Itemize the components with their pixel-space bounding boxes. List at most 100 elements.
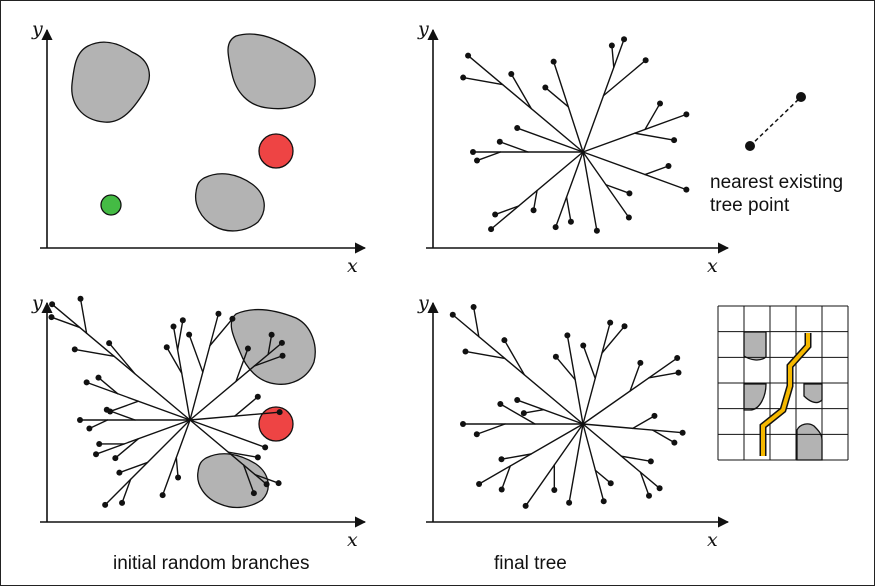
tree-node (552, 224, 559, 231)
legend: nearest existing tree point (710, 92, 843, 216)
tree-node (593, 227, 600, 234)
tree-branch (109, 400, 140, 413)
tree-node (567, 218, 574, 225)
tree-node (530, 207, 537, 214)
tree (48, 295, 286, 508)
tree-node (48, 314, 55, 321)
tree-node (159, 492, 166, 499)
tree-node (229, 315, 236, 322)
tree-node (268, 331, 275, 338)
tree-branch (516, 127, 584, 153)
tree-branch (644, 165, 670, 176)
obstacle (230, 308, 316, 385)
tree-branch (189, 419, 266, 449)
panel-environment: y x (31, 18, 367, 277)
grid-path-inset (717, 305, 849, 461)
tree (460, 36, 690, 234)
tree-node (179, 317, 186, 324)
tree-branch (227, 451, 259, 459)
tree-node (566, 499, 573, 506)
goal-region (258, 406, 294, 442)
tree-node (77, 417, 83, 423)
tree-node (116, 469, 123, 476)
tree-node (637, 359, 644, 366)
tree-branch (254, 473, 280, 484)
tree-branch (648, 371, 680, 379)
tree-node (119, 499, 126, 506)
panel-final-tree: y x (417, 292, 730, 551)
x-axis-label: x (347, 255, 358, 277)
grid-lines (717, 305, 849, 461)
tree-branch (50, 316, 81, 329)
tree-node (671, 439, 678, 446)
tree-branch (188, 333, 204, 373)
x-axis-label: x (707, 255, 718, 277)
y-axis-label: y (417, 292, 429, 314)
tree-branch (235, 347, 249, 383)
tree-node (71, 346, 78, 353)
tree-node (626, 190, 633, 197)
tree-branch (501, 465, 511, 491)
tree-node (683, 186, 690, 193)
tree-branch (602, 59, 647, 97)
tree-branch (74, 348, 115, 358)
tree-branch (114, 438, 140, 459)
tree-node (102, 501, 109, 508)
tree-node (621, 323, 628, 330)
tree-node (254, 454, 261, 461)
tree-node (625, 214, 632, 221)
tree-branch (118, 461, 149, 474)
tree-node (646, 492, 653, 499)
tree-node (657, 100, 664, 107)
tree-node (679, 429, 686, 436)
tree-branch (494, 205, 520, 216)
tree-node (501, 337, 508, 344)
tree-branch (582, 321, 611, 425)
tree-node (103, 406, 110, 413)
tree-branch (503, 339, 526, 376)
goal-region (258, 133, 294, 169)
tree-node (522, 502, 529, 509)
tree-node (449, 311, 456, 318)
tree-branch (605, 184, 631, 195)
tree-branch (499, 141, 529, 153)
tree-node (93, 451, 100, 458)
tree-node (600, 498, 607, 505)
tree-node (474, 157, 481, 164)
tree-branch (175, 456, 179, 479)
tree-branch (644, 102, 661, 131)
tree-branch (108, 342, 136, 375)
tree-node (498, 486, 505, 493)
tree-node (671, 137, 678, 144)
tree-node (473, 431, 480, 438)
start-point (100, 194, 122, 216)
tree-branch (523, 408, 545, 414)
tree-branch (253, 355, 284, 367)
tree-branch (267, 334, 273, 356)
tree-node (215, 310, 222, 317)
tree-branch (209, 318, 234, 347)
tree-branch (620, 455, 652, 463)
caption-final-tree: final tree (494, 553, 567, 574)
tree-branch (582, 151, 598, 232)
tree-node (163, 344, 170, 351)
tree-node (498, 456, 505, 463)
tree-node (175, 474, 182, 481)
tree-branch (582, 151, 688, 191)
legend-text-line2: tree point (710, 195, 790, 216)
tree-node (552, 353, 559, 360)
tree-node (460, 421, 466, 427)
tree-node (674, 355, 681, 362)
tree-branch (629, 362, 642, 392)
grid-obstacle (743, 383, 767, 411)
tree-node (170, 323, 177, 330)
tree-branch (611, 44, 615, 69)
tree-branch (554, 151, 584, 228)
tree-node (642, 57, 649, 64)
tree-node (580, 342, 587, 349)
tree-node (607, 319, 614, 326)
tree-node (77, 295, 84, 302)
tree-node (496, 138, 503, 145)
tree-branch (568, 423, 584, 504)
tree-branch (97, 376, 119, 395)
